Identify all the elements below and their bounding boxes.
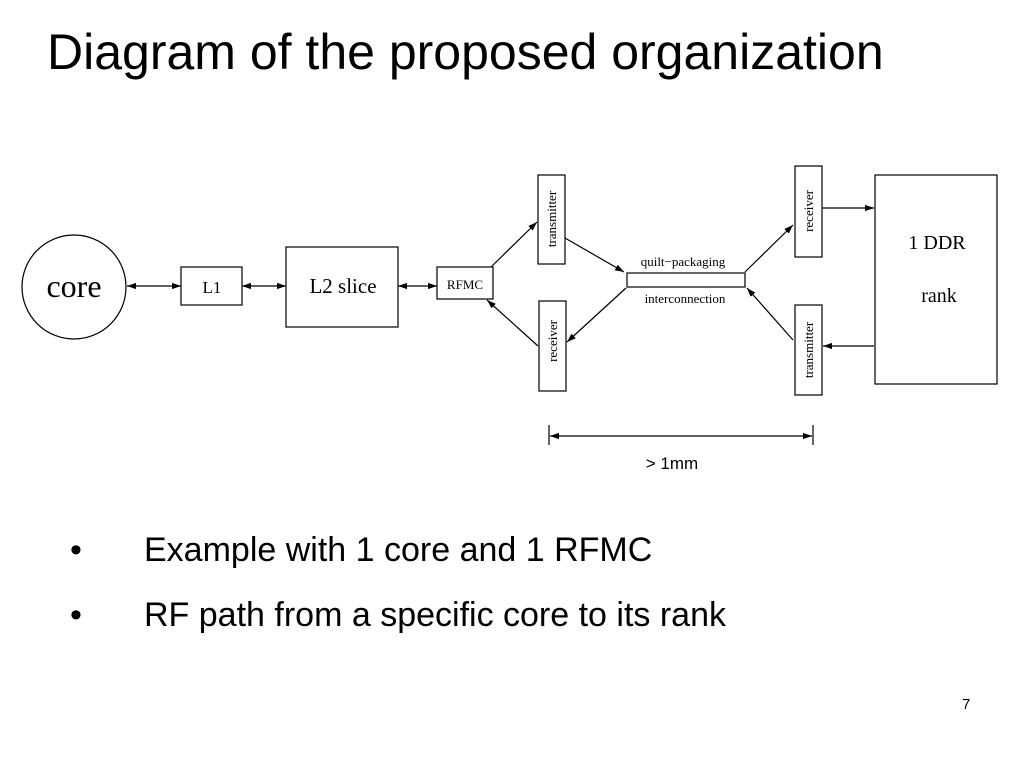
interconnect-receiver-arrow	[566, 287, 627, 343]
rank-label: rank	[921, 285, 957, 307]
quilt-interconnect: quilt−packaging interconnection	[626, 254, 746, 306]
bullet-marker: •	[70, 531, 82, 569]
transmitter-left-node: transmitter	[537, 174, 566, 265]
rfmc-transmitter-arrow	[490, 221, 538, 268]
bullet-text: RF path from a specific core to its rank	[144, 596, 726, 634]
l1-label: L1	[203, 278, 222, 297]
distance-label: > 1mm	[646, 454, 698, 473]
l1-node: L1	[180, 266, 243, 306]
ddr-rank-node: 1 DDR rank	[874, 174, 998, 385]
rfmc-label: RFMC	[447, 277, 483, 292]
receiver-left-node: receiver	[538, 300, 567, 392]
distance-dimension: > 1mm	[548, 425, 814, 473]
receiver-right-label: receiver	[801, 189, 816, 232]
bullet-marker: •	[70, 596, 82, 634]
core-label: core	[46, 268, 101, 304]
transmitter-right-label: transmitter	[801, 321, 816, 378]
slide-title: Diagram of the proposed organization	[47, 24, 884, 80]
l2-slice-node: L2 slice	[285, 246, 399, 328]
transmitter-left-label: transmitter	[544, 190, 559, 247]
interconnect-right-receiver-arrow	[744, 224, 794, 273]
bullet-text: Example with 1 core and 1 RFMC	[144, 531, 653, 569]
receiver-right-node: receiver	[794, 165, 823, 258]
page-number: 7	[962, 696, 971, 713]
interconnection-label: interconnection	[645, 291, 726, 306]
receiver-rfmc-arrow	[486, 299, 539, 347]
transmitter-interconnect-arrow	[564, 237, 625, 273]
ddr-label: 1 DDR	[908, 232, 966, 254]
receiver-left-label: receiver	[545, 319, 560, 362]
quilt-packaging-label: quilt−packaging	[641, 254, 726, 269]
core-node: core	[21, 234, 127, 340]
rfmc-node: RFMC	[436, 266, 494, 300]
l2-slice-label: L2 slice	[309, 274, 376, 298]
transmitter-right-node: transmitter	[794, 304, 823, 396]
right-transmitter-interconnect-arrow	[746, 287, 794, 341]
